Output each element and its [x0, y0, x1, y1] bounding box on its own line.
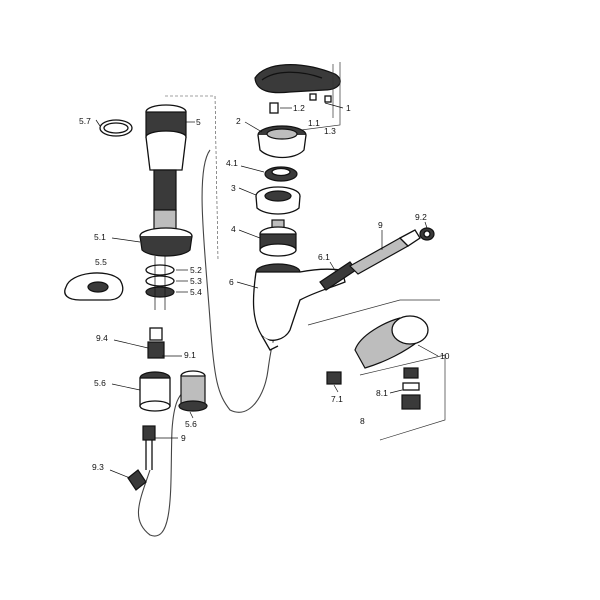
bracket-part-5-5: [64, 272, 124, 301]
mounting-part-5-1: [139, 209, 193, 257]
label-8-1: 8.1: [376, 388, 388, 398]
label-9-right: 9: [378, 220, 383, 230]
assembly-line-top: [165, 95, 219, 261]
label-4-1: 4.1: [226, 158, 238, 168]
nut-part-9-2: [419, 227, 435, 241]
shank-part-5: [145, 104, 187, 211]
label-4: 4: [231, 224, 236, 234]
label-5-2: 5.2: [190, 265, 202, 275]
label-5-4: 5.4: [190, 287, 202, 297]
fitting-part-9: [142, 425, 156, 470]
sleeve-part-5-6: [178, 370, 208, 412]
spray-head-part-10: [354, 315, 429, 369]
extension-part-9: [349, 229, 421, 275]
frame-spray-head: [307, 299, 446, 441]
set-screw-1-2: [269, 102, 279, 114]
label-9-left: 9: [181, 433, 186, 443]
washers-5-2-5-3-5-4: [145, 256, 175, 310]
label-1-1: 1.1: [308, 118, 320, 128]
spray-hose: [201, 149, 275, 413]
nozzle-parts-8-1: [401, 367, 421, 410]
pin-1-3: [324, 95, 332, 103]
coupling-part-9-3: [127, 469, 147, 491]
label-9-4: 9.4: [96, 333, 108, 343]
label-9-3: 9.3: [92, 462, 104, 472]
label-3: 3: [231, 183, 236, 193]
connector-part-9-4: [147, 327, 165, 359]
label-6: 6: [229, 277, 234, 287]
pin-1-1: [309, 93, 317, 101]
label-6-1: 6.1: [318, 252, 330, 262]
label-7-1: 7.1: [331, 394, 343, 404]
cap-part-2: [257, 125, 307, 159]
label-5-7: 5.7: [79, 116, 91, 126]
label-5-6-left: 5.6: [94, 378, 106, 388]
supply-hose-loop: [137, 389, 186, 537]
label-1: 1: [346, 103, 351, 113]
label-8: 8: [360, 416, 365, 426]
ring-part-4-1: [264, 166, 298, 182]
label-1-2: 1.2: [293, 103, 305, 113]
label-5-5: 5.5: [95, 257, 107, 267]
lever-handle: [254, 64, 341, 94]
connector-part-7-1: [326, 371, 342, 385]
cartridge-part-4: [259, 219, 297, 257]
label-5-3: 5.3: [190, 276, 202, 286]
nut-part-3: [255, 186, 301, 215]
label-5: 5: [196, 117, 201, 127]
nut-part-5-6: [139, 371, 171, 412]
leader-lines: [95, 102, 439, 479]
label-5-1: 5.1: [94, 232, 106, 242]
label-9-1: 9.1: [184, 350, 196, 360]
label-9-2: 9.2: [415, 212, 427, 222]
label-10: 10: [440, 351, 450, 361]
label-1-3: 1.3: [324, 126, 336, 136]
label-5-6-right: 5.6: [185, 419, 197, 429]
o-ring-part-5-7: [99, 119, 133, 137]
faucet-body-part-6: [252, 263, 346, 351]
label-2: 2: [236, 116, 241, 126]
